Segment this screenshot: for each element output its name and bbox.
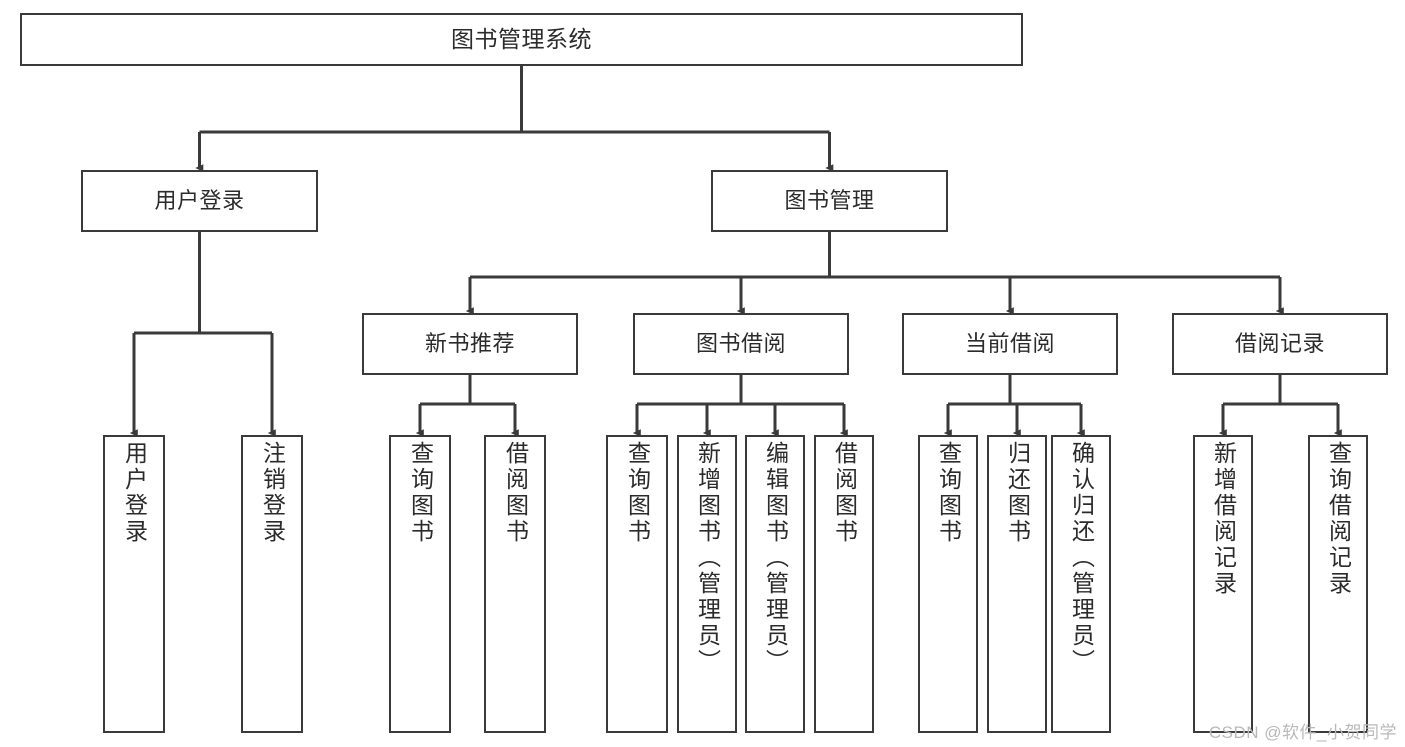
node-label: 图书借阅: [695, 331, 786, 357]
node-label: 用户登录: [121, 441, 148, 545]
connector-bus: [637, 375, 844, 406]
connector-bus: [470, 232, 1280, 279]
node-label: 归还图书: [1004, 441, 1031, 545]
node-leaf-user-login[interactable]: 用户登录: [103, 435, 165, 733]
node-label: 用户登录: [154, 188, 245, 214]
node-new-book-recommend[interactable]: 新书推荐: [362, 313, 578, 375]
node-label: 图书管理: [784, 188, 875, 214]
node-label: 查询图书: [935, 441, 962, 545]
node-root[interactable]: 图书管理系统: [20, 13, 1023, 66]
node-label: 图书管理系统: [451, 25, 592, 52]
node-label: 新书推荐: [424, 331, 515, 357]
connector-bus: [1223, 375, 1338, 406]
node-user-login[interactable]: 用户登录: [81, 170, 318, 232]
connector-bus: [199, 66, 830, 134]
connector-bus: [948, 375, 1081, 406]
node-label: 借阅记录: [1234, 331, 1325, 357]
node-leaf-confirm-return[interactable]: 确认归还（管理员）: [1051, 435, 1111, 733]
node-leaf-add-book[interactable]: 新增图书（管理员）: [677, 435, 737, 733]
node-book-borrow[interactable]: 图书借阅: [633, 313, 849, 375]
node-leaf-logout[interactable]: 注销登录: [241, 435, 303, 733]
node-leaf-return-book[interactable]: 归还图书: [987, 435, 1047, 733]
node-leaf-query-book-b[interactable]: 查询图书: [606, 435, 668, 733]
node-label: 注销登录: [259, 441, 286, 545]
node-label: 新增借阅记录: [1210, 441, 1237, 597]
node-leaf-query-book-a[interactable]: 查询图书: [389, 435, 451, 733]
node-leaf-query-record[interactable]: 查询借阅记录: [1308, 435, 1368, 733]
node-label: 借阅图书: [502, 441, 529, 545]
node-label: 新增图书（管理员）: [694, 441, 721, 675]
node-leaf-add-record[interactable]: 新增借阅记录: [1193, 435, 1253, 733]
node-leaf-borrow-book-b[interactable]: 借阅图书: [814, 435, 874, 733]
node-book-management[interactable]: 图书管理: [711, 170, 948, 232]
node-label: 确认归还（管理员）: [1068, 441, 1095, 675]
connector-bus: [420, 375, 515, 406]
node-label: 查询图书: [407, 441, 434, 545]
node-leaf-edit-book[interactable]: 编辑图书（管理员）: [745, 435, 805, 733]
node-label: 借阅图书: [831, 441, 858, 545]
node-leaf-query-book-c[interactable]: 查询图书: [918, 435, 978, 733]
connector-bus: [134, 232, 272, 335]
node-label: 当前借阅: [964, 331, 1055, 357]
node-current-borrow[interactable]: 当前借阅: [902, 313, 1118, 375]
node-label: 查询借阅记录: [1325, 441, 1352, 597]
node-borrow-record[interactable]: 借阅记录: [1172, 313, 1388, 375]
node-label: 编辑图书（管理员）: [762, 441, 789, 675]
node-label: 查询图书: [624, 441, 651, 545]
node-leaf-borrow-book-a[interactable]: 借阅图书: [484, 435, 546, 733]
watermark-text: CSDN @软件_小贺同学: [1208, 723, 1397, 742]
